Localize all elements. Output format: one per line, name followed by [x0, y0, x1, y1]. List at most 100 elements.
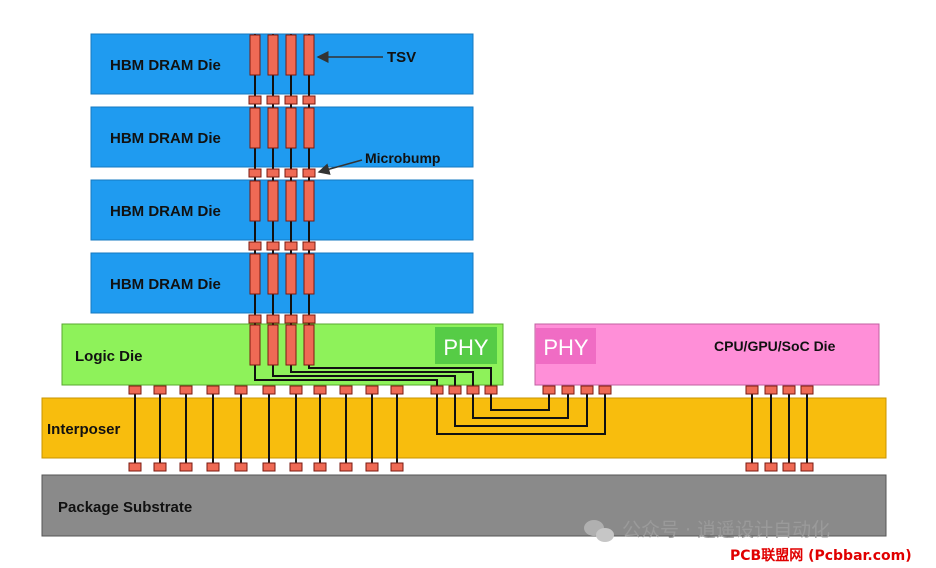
microbump	[302, 168, 316, 178]
microbump	[153, 385, 167, 395]
microbump	[313, 385, 327, 395]
interposer	[41, 397, 887, 459]
tsv	[249, 34, 261, 76]
tsv-callout-label: TSV	[387, 49, 416, 66]
watermark-text: 公众号 · 逍遥设计自动化	[622, 519, 830, 541]
microbump	[284, 241, 298, 251]
microbump	[248, 168, 262, 178]
tsv-layer	[134, 34, 808, 465]
c4-bump	[782, 462, 796, 472]
tsv	[249, 180, 261, 222]
microbump	[266, 95, 280, 105]
c4-bump	[745, 462, 759, 472]
soc-die-label: CPU/GPU/SoC Die	[714, 338, 836, 354]
microbump	[764, 385, 778, 395]
microbump	[284, 314, 298, 324]
phy-microbump	[466, 385, 480, 395]
tsv	[285, 253, 297, 295]
phy-microbump	[580, 385, 594, 395]
microbump	[782, 385, 796, 395]
tsv	[303, 34, 315, 76]
microbump	[302, 314, 316, 324]
logic-die-routing	[254, 367, 492, 386]
phy-microbump	[484, 385, 498, 395]
package-substrate	[41, 474, 887, 537]
c4-bump	[339, 462, 353, 472]
c4-bump	[179, 462, 193, 472]
credit-text: PCB联盟网 (Pcbbar.com)	[730, 548, 912, 564]
tsv	[267, 34, 279, 76]
c4-bump	[206, 462, 220, 472]
hbm-dram-die-2-label: HBM DRAM Die	[110, 130, 221, 147]
logic-phy-block	[435, 327, 497, 364]
microbump-callout-label: Microbump	[365, 150, 440, 166]
phy-microbump	[430, 385, 444, 395]
microbump	[248, 314, 262, 324]
tsv	[249, 107, 261, 149]
microbump	[206, 385, 220, 395]
microbump	[262, 385, 276, 395]
soc-phy-label: PHY	[543, 335, 589, 360]
microbump	[800, 385, 814, 395]
microbump	[179, 385, 193, 395]
microbump	[745, 385, 759, 395]
phy-microbump	[542, 385, 556, 395]
package-substrate-label: Package Substrate	[58, 499, 192, 516]
c4-bump	[153, 462, 167, 472]
microbump	[266, 241, 280, 251]
tsv	[285, 107, 297, 149]
soc-phy-block	[536, 328, 596, 364]
c4-bump	[800, 462, 814, 472]
tsv	[249, 253, 261, 295]
microbump	[284, 168, 298, 178]
interposer-label: Interposer	[47, 421, 121, 438]
tsv	[285, 34, 297, 76]
c4-bump	[234, 462, 248, 472]
tsv	[285, 324, 297, 366]
logic-die	[61, 323, 504, 386]
interposer-routing	[436, 392, 606, 435]
microbump	[248, 241, 262, 251]
wechat-icon	[584, 520, 614, 542]
microbump	[266, 314, 280, 324]
hbm-dram-die-4-label: HBM DRAM Die	[110, 276, 221, 293]
tsv	[303, 107, 315, 149]
tsv	[303, 324, 315, 366]
hbm-dram-die-3-label: HBM DRAM Die	[110, 203, 221, 220]
phy-microbump	[448, 385, 462, 395]
tsv	[267, 107, 279, 149]
microbump	[302, 95, 316, 105]
hbm-dram-die-4	[90, 252, 474, 314]
microbump	[266, 168, 280, 178]
tsv	[303, 253, 315, 295]
hbm-dram-die-1-label: HBM DRAM Die	[110, 57, 221, 74]
tsv	[267, 324, 279, 366]
tsv	[267, 253, 279, 295]
c4-bump	[365, 462, 379, 472]
microbump	[365, 385, 379, 395]
microbump	[128, 385, 142, 395]
c4-bump	[313, 462, 327, 472]
hbm-dram-die-2	[90, 106, 474, 168]
microbump	[234, 385, 248, 395]
microbump	[284, 95, 298, 105]
logic-die-label: Logic Die	[75, 348, 143, 365]
bump-layer	[128, 95, 814, 472]
c4-bump	[764, 462, 778, 472]
c4-bump	[390, 462, 404, 472]
hbm-dram-die-1	[90, 33, 474, 95]
microbump-callout-arrow	[317, 159, 363, 175]
c4-bump	[289, 462, 303, 472]
hbm-dram-die-3	[90, 179, 474, 241]
tsv	[285, 180, 297, 222]
microbump	[302, 241, 316, 251]
microbump	[339, 385, 353, 395]
hbm-stack: HBM DRAM Die HBM DRAM Die HBM DRAM Die H…	[90, 33, 474, 314]
c4-bump	[262, 462, 276, 472]
microbump	[248, 95, 262, 105]
phy-microbump	[598, 385, 612, 395]
c4-bump	[128, 462, 142, 472]
tsv	[249, 324, 261, 366]
microbump	[390, 385, 404, 395]
